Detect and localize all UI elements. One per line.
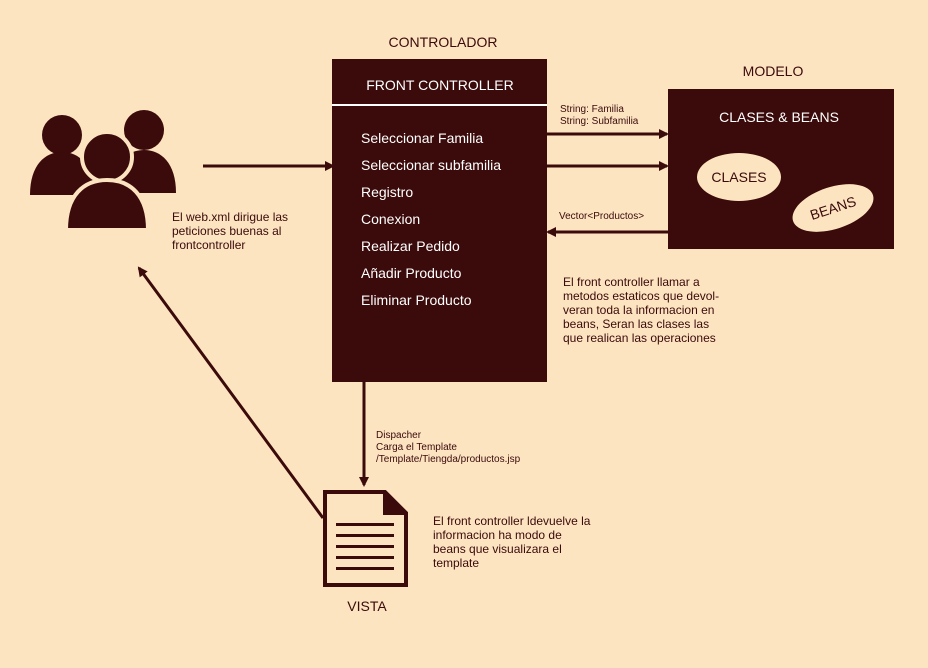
note-returns-line: El front controller ldevuelve la [433, 514, 591, 528]
front-controller-header: FRONT CONTROLLER [366, 77, 514, 93]
note-dispatcher: Dispacher Carga el Template /Template/Ti… [376, 430, 521, 465]
beans-ellipse [792, 184, 874, 232]
note-front-static-line: El front controller llamar a [563, 275, 700, 289]
users-icon [30, 110, 176, 232]
arrow-label-line: String: Subfamilia [560, 116, 639, 127]
front-controller-box: FRONT CONTROLLER Seleccionar Familia Sel… [332, 59, 547, 382]
note-returns-line: beans que visualizara el [433, 542, 562, 556]
note-webxml-line: frontcontroller [172, 238, 245, 252]
model-header: CLASES & BEANS [719, 109, 839, 125]
document-icon [323, 490, 408, 587]
action-seleccionar-subfamilia: Seleccionar subfamilia [361, 157, 501, 173]
note-webxml-line: peticiones buenas al [172, 224, 281, 238]
arrow-label-line: String: Familia [560, 104, 624, 115]
note-returns-line: informacion ha modo de [433, 528, 562, 542]
action-seleccionar-familia: Seleccionar Familia [361, 130, 483, 146]
clases-label: CLASES [711, 169, 766, 185]
note-front-static-line: que realican las operaciones [563, 331, 716, 345]
note-front-static-line: metodos estaticos que devol- [563, 289, 719, 303]
action-anadir-producto: Añadir Producto [361, 265, 462, 281]
note-webxml-line: El web.xml dirigue las [172, 210, 288, 224]
action-eliminar-producto: Eliminar Producto [361, 292, 472, 308]
controller-section-title: CONTROLADOR [389, 34, 498, 50]
note-front-static: El front controller llamar a metodos est… [563, 275, 722, 345]
action-conexion: Conexion [361, 211, 420, 227]
note-dispatcher-line: Carga el Template [376, 442, 457, 453]
model-box: CLASES & BEANS CLASES BEANS [668, 89, 894, 249]
arrow-label-to-model: String: Familia String: Subfamilia [560, 104, 639, 127]
controller-actions: Seleccionar Familia Seleccionar subfamil… [361, 130, 505, 308]
note-front-static-line: veran toda la informacion en [563, 303, 714, 317]
action-realizar-pedido: Realizar Pedido [361, 238, 460, 254]
note-returns: El front controller ldevuelve la informa… [433, 514, 594, 570]
arrow-view-to-users [137, 266, 325, 519]
note-webxml: El web.xml dirigue las peticiones buenas… [172, 210, 291, 252]
model-section-title: MODELO [743, 63, 804, 79]
arrow-label-from-model: Vector<Productos> [559, 211, 644, 222]
clases-ellipse [697, 153, 781, 201]
action-registro: Registro [361, 184, 413, 200]
note-dispatcher-line: Dispacher [376, 430, 422, 441]
view-label: VISTA [347, 598, 387, 614]
note-front-static-line: beans, Seran las clases las [563, 317, 709, 331]
note-returns-line: template [433, 556, 479, 570]
note-dispatcher-line: /Template/Tiengda/productos.jsp [376, 454, 521, 465]
